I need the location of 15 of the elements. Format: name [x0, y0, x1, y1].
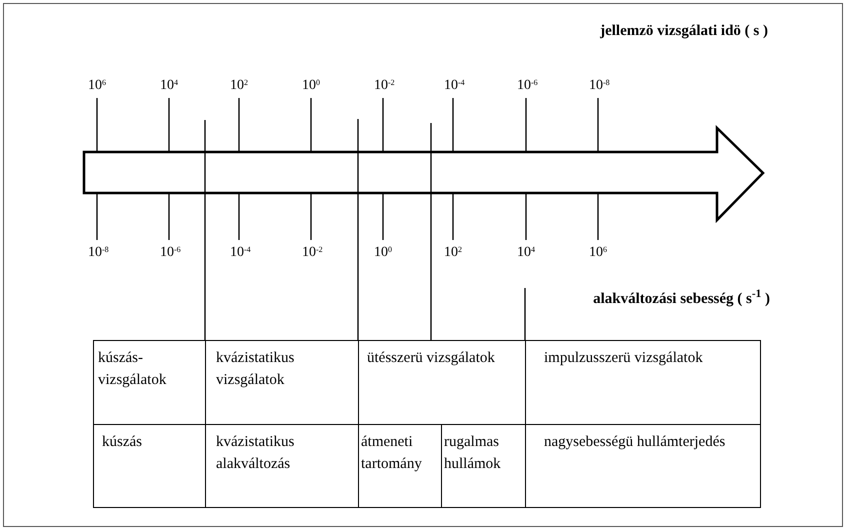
axis-title: alakváltozási sebesség ( s$^{-1}$ ): [593, 290, 770, 308]
cell-text: kúszás- vizsgálatok: [98, 349, 168, 390]
cell-text: átmeneti tartomány: [361, 433, 423, 474]
cell-text: nagysebességü hullámterjedés: [544, 433, 726, 452]
cell-text: rugalmas hullámok: [444, 433, 502, 474]
cell-text: ütésszerü vizsgálatok: [367, 349, 496, 368]
cell-text: kvázistatikus vizsgálatok: [216, 349, 296, 390]
axis-title: jellemzö vizsgálati idö ( s ): [600, 22, 768, 40]
cell-text: kvázistatikus alakváltozás: [216, 433, 296, 474]
table-cell: [93, 424, 206, 508]
table-cell: [525, 424, 761, 508]
cell-text: kúszás: [102, 433, 143, 452]
cell-text: impulzusszerü vizsgálatok: [544, 349, 704, 368]
table-cell: [525, 340, 761, 425]
table-cell: [93, 340, 206, 425]
